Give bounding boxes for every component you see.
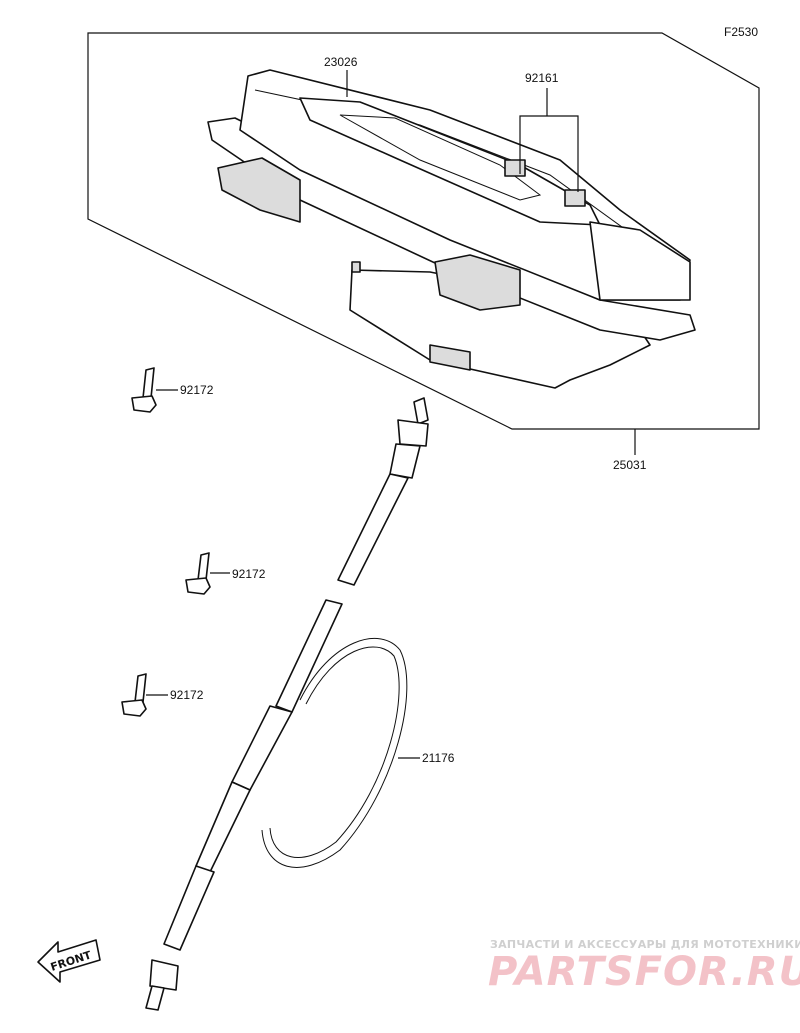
- screw-3: [121, 673, 147, 717]
- screw-2: [185, 552, 211, 595]
- cable-bottom-ferrule: [163, 865, 215, 951]
- callout-21176: 21176: [422, 751, 455, 765]
- front-arrow: FRONT: [37, 939, 101, 983]
- callout-23026: 23026: [324, 55, 358, 69]
- meter-right-mount: [434, 254, 521, 311]
- screw-1-head: [131, 395, 157, 413]
- meter-lower-tab: [429, 344, 471, 371]
- cable-top-tip: [413, 397, 429, 425]
- callout-screw-1: 92172: [180, 383, 214, 397]
- cable-loop-outer: [261, 637, 408, 868]
- screw-1-shank: [142, 367, 155, 399]
- cable-upper-sheath: [337, 473, 409, 586]
- screw-2-shank: [197, 552, 210, 581]
- screw-3-shank: [134, 673, 147, 703]
- callout-92161: 92161: [525, 71, 559, 85]
- meter-pin: [351, 261, 361, 273]
- callout-screw-3: 92172: [170, 688, 204, 702]
- screw-1: [131, 367, 157, 413]
- screw-3-head: [121, 699, 147, 717]
- watermark-tagline: ЗАПЧАСТИ И АКСЕССУАРЫ ДЛЯ МОТОТЕХНИКИ: [490, 938, 800, 951]
- callout-screw-2: 92172: [232, 567, 266, 581]
- cable-lower-sheath-a: [231, 705, 293, 791]
- assembly-outline: [87, 32, 760, 430]
- cable-lower-sheath-b: [195, 781, 251, 873]
- meter-end-cap: [589, 221, 691, 301]
- cable-top-ferrule: [389, 443, 421, 479]
- speedometer-cable: [145, 397, 429, 1011]
- cable-top-nut: [397, 419, 429, 447]
- meter-boss-left: [504, 159, 526, 177]
- front-arrow-shape: [37, 939, 101, 983]
- meter-display-inner: [339, 114, 542, 201]
- cable-loop-inner: [269, 646, 400, 858]
- cable-bottom-tip: [145, 985, 165, 1011]
- callout-25031: 25031: [613, 458, 647, 472]
- meter-assembly: [207, 69, 696, 389]
- meter-boss-right: [564, 189, 586, 207]
- figure-code: F2530: [724, 25, 758, 39]
- screw-2-head: [185, 577, 211, 595]
- cable-bottom-nut: [149, 959, 179, 991]
- watermark-logo: PARTSFOR.RU: [488, 949, 800, 995]
- leader-92161-bracket: [519, 115, 579, 192]
- meter-left-mount: [217, 157, 301, 223]
- cable-middle-sheath: [275, 599, 343, 713]
